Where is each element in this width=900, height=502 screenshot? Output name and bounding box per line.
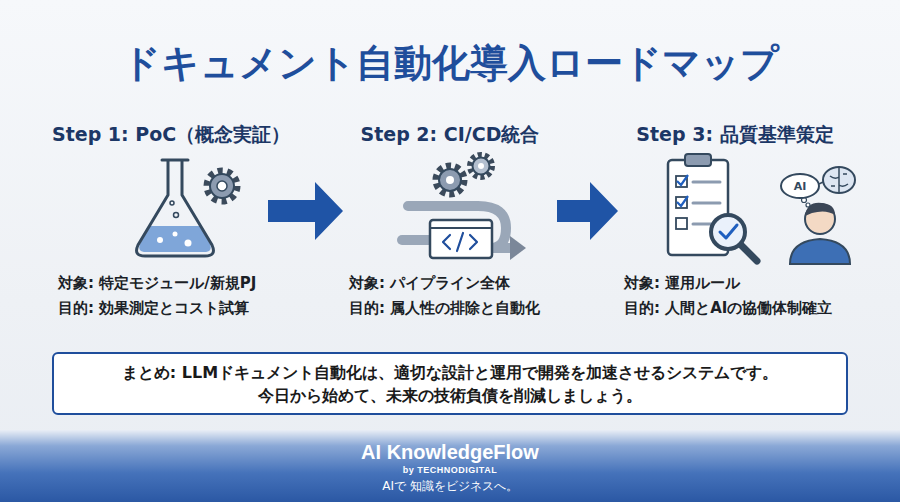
- thought-bubble: [781, 174, 819, 198]
- gear-teeth: [436, 166, 464, 194]
- step-goal: 目的: 人間とAIの協働体制確立: [618, 298, 832, 318]
- check-mark: [720, 225, 737, 238]
- person-icon: [781, 167, 855, 264]
- gear-hole: [217, 181, 227, 191]
- flask-outline: [137, 160, 214, 256]
- magnifier-handle: [740, 244, 757, 261]
- checkbox: [676, 218, 687, 229]
- gear-hole: [478, 163, 484, 169]
- roadmap-step: Step 2: CI/CD統合対象: パイプライン全体目的: 属人性の排除と自動…: [343, 120, 557, 325]
- brain-link: [819, 182, 823, 184]
- step-target: 対象: 特定モジュール/新規PJ: [52, 273, 256, 293]
- flow-arrow: [268, 182, 343, 240]
- bubble: [170, 201, 174, 205]
- flow-arrow: [557, 182, 618, 240]
- gear-hole: [446, 176, 454, 184]
- clipboard-clip: [685, 154, 711, 166]
- bubble: [157, 237, 163, 243]
- brain-lines: [830, 168, 848, 192]
- step-goal: 目的: 属人性の排除と自動化: [343, 298, 540, 318]
- gear-body: [439, 169, 461, 191]
- code-symbol: [443, 233, 477, 251]
- pipe: [402, 235, 430, 245]
- person-hair: [805, 203, 835, 216]
- brand-byline: by TECHNODIGITAL: [403, 464, 497, 476]
- pipe: [490, 243, 512, 253]
- step-heading: Step 2: CI/CD統合: [343, 120, 557, 148]
- checklist-icon: [668, 154, 757, 261]
- step-heading: Step 1: PoC（概念実証）: [52, 120, 268, 148]
- magnifier-lens: [711, 215, 745, 249]
- gear-teeth: [470, 155, 492, 177]
- brain-icon: [823, 167, 855, 193]
- gear-body: [473, 158, 490, 175]
- footer-band: AI KnowledgeFlowby TECHNODIGITALAIで 知識をビ…: [0, 430, 900, 502]
- brand-tagline: AIで 知識をビジネスへ。: [382, 476, 518, 496]
- bubble: [174, 213, 179, 218]
- summary-text: まとめ: LLMドキュメント自動化は、適切な設計と運用で開発を加速させるシステム…: [122, 361, 778, 384]
- window-bar: [430, 227, 492, 229]
- roadmap-step: Step 1: PoC（概念実証） 対象: 特定モジュール/新規PJ 目的: 効果測…: [52, 120, 268, 325]
- brand-name: AI KnowledgeFlow: [361, 440, 539, 464]
- ai-badge: AI: [794, 180, 807, 193]
- gear-teeth: [207, 171, 237, 201]
- person-body: [790, 239, 850, 264]
- code-window: [430, 220, 492, 258]
- gear-body: [210, 174, 234, 198]
- flask-liquid: [139, 226, 211, 252]
- step-heading: Step 3: 品質基準策定: [618, 120, 852, 148]
- summary-text: 今日から始めて、未来の技術負債を削減しましょう。: [258, 384, 642, 407]
- pipeline-icon: [402, 155, 526, 260]
- pipe-arrowhead: [510, 236, 526, 260]
- step-goal: 目的: 効果測定とコスト試算: [52, 298, 249, 318]
- gear-icon: [207, 171, 237, 201]
- page-title: ドキュメント自動化導入ロードマップ: [0, 38, 900, 88]
- step-target: 対象: パイプライン全体: [343, 273, 510, 293]
- step-target: 対象: 運用ルール: [618, 273, 740, 293]
- check-mark: [677, 175, 688, 206]
- summary-box: まとめ: LLMドキュメント自動化は、適切な設計と運用で開発を加速させるシステム…: [52, 352, 848, 415]
- thought-dot: [806, 203, 810, 207]
- bubble: [185, 240, 192, 247]
- roadmap-step: Step 3: 品質基準策定対象: 運用ルール目的: 人間とAIの協働体制確立: [618, 120, 852, 325]
- bubble: [173, 232, 178, 237]
- flask-icon: [137, 160, 214, 256]
